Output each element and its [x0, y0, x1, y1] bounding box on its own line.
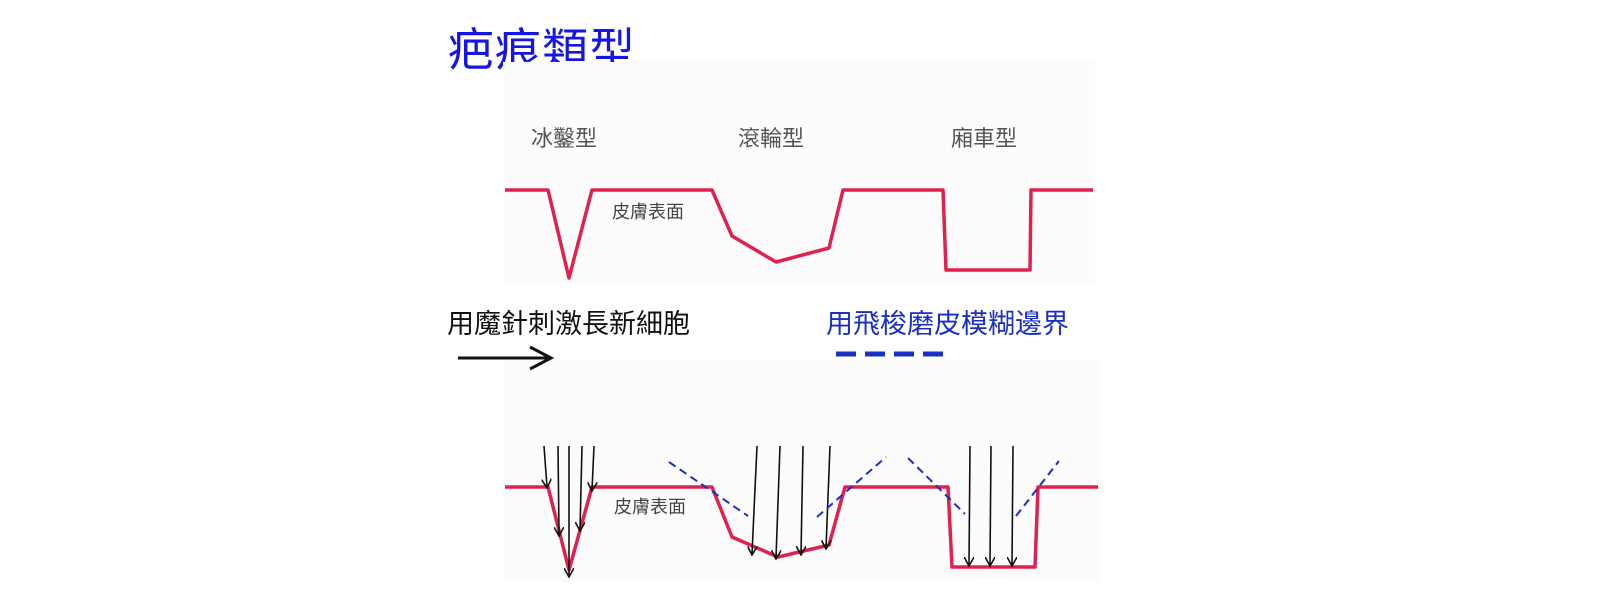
needle-arrow [776, 445, 780, 558]
blur-legend-text: 用飛梭磨皮模糊邊界 [826, 309, 1069, 340]
needle-arrow [544, 445, 547, 487]
top-panel-background [503, 62, 1095, 284]
rolling-needles [752, 445, 830, 558]
ice-pick-label: 冰鑿型 [531, 127, 598, 152]
rolling-label: 滾輪型 [738, 127, 805, 152]
needle-legend-arrow [458, 345, 555, 371]
needle-arrow [558, 445, 559, 535]
needle-arrow [969, 445, 970, 565]
ice-pick-needles [544, 445, 594, 576]
needle-arrow [990, 445, 991, 565]
needle-arrow [752, 445, 758, 554]
needle-arrow [592, 445, 594, 490]
needle-arrow [826, 445, 830, 548]
rolling-left-blur-line [668, 461, 749, 517]
boxcar-needles [969, 445, 1013, 565]
top-scar-profile-line [505, 188, 1093, 280]
needle-arrow [801, 445, 803, 554]
boxcar-left-blur-line [907, 457, 966, 515]
boxcar-right-blur-line [1015, 460, 1060, 517]
blur-boundary-lines [668, 456, 1060, 518]
boxcar-label: 廂車型 [951, 127, 1018, 152]
needle-arrow [1012, 445, 1013, 565]
skin-surface-label-bottom: 皮膚表面 [614, 497, 686, 518]
needle-arrow [580, 445, 582, 530]
skin-surface-label-top: 皮膚表面 [612, 202, 684, 223]
rolling-right-blur-line [816, 456, 887, 518]
needle-legend-text: 用魔針刺激長新細胞 [447, 309, 690, 340]
